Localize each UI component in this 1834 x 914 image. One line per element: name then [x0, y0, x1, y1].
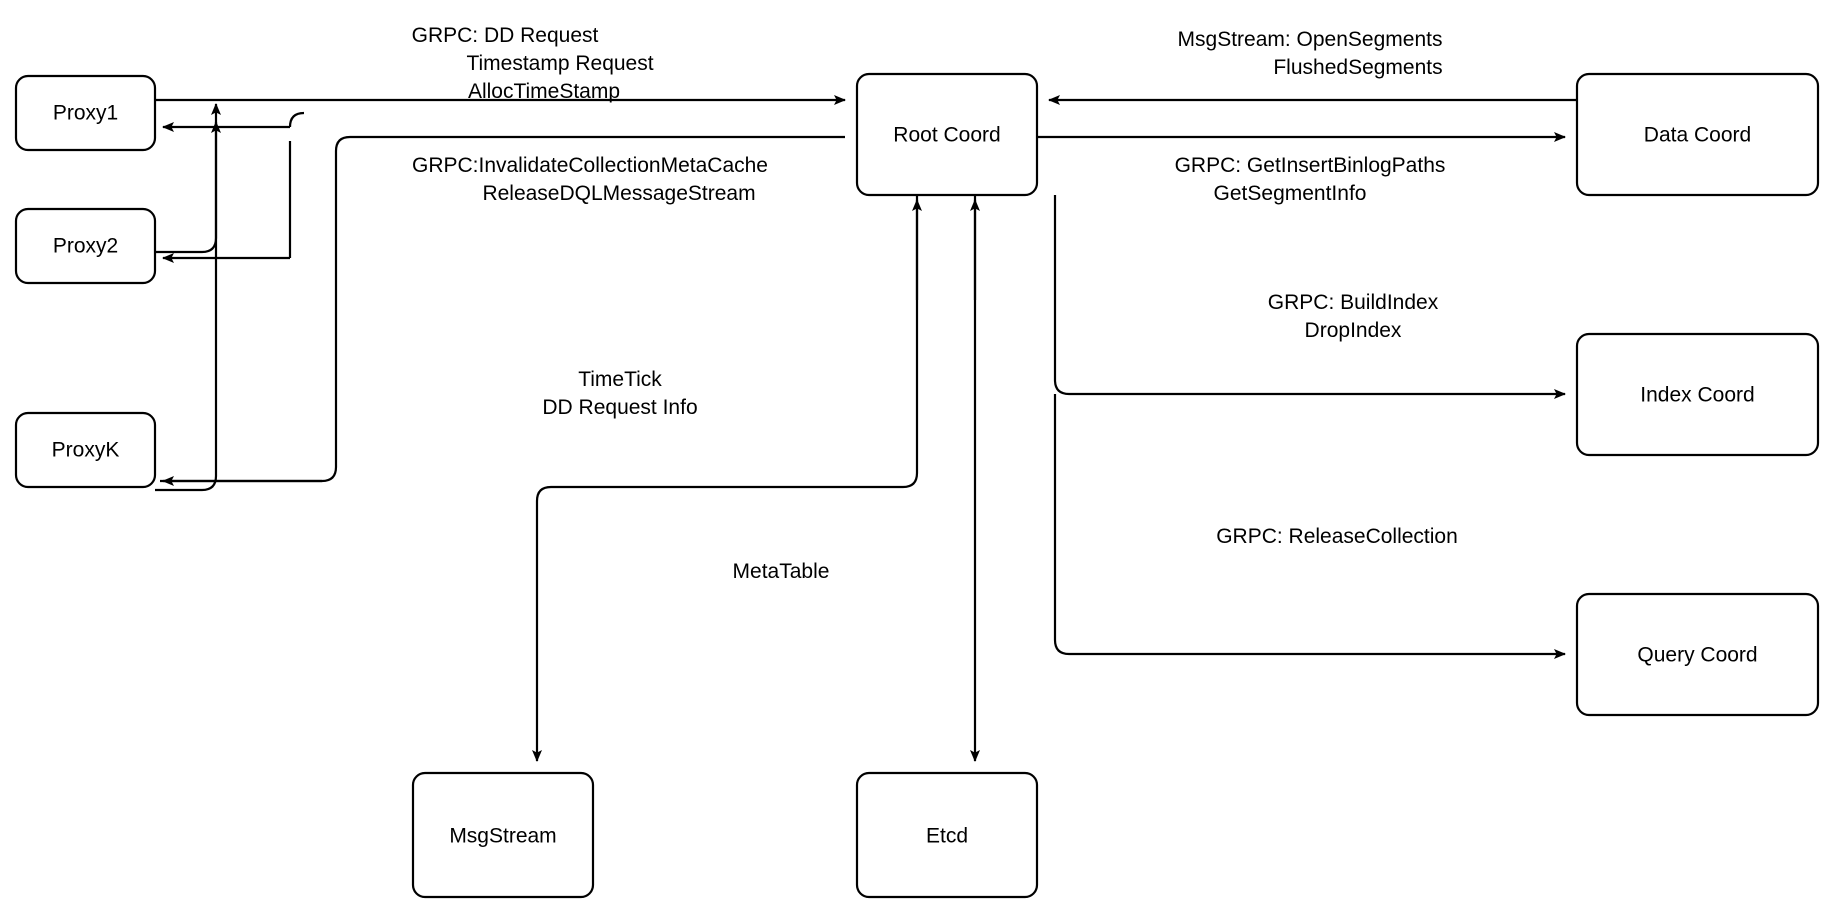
node-rootcoord[interactable]: Root Coord	[855, 72, 1039, 197]
edge-label-root-to-indexcoord-line2: DropIndex	[1305, 319, 1402, 342]
node-proxy2-box[interactable]	[14, 207, 157, 285]
edge-label-datacoord-to-root-line2: FlushedSegments	[1273, 56, 1442, 79]
node-indexcoord-label: Index Coord	[1640, 384, 1754, 407]
edge-label-root-to-proxy: GRPC:InvalidateCollectionMetaCache Relea…	[412, 154, 768, 205]
edge-label-root-to-indexcoord: GRPC: BuildIndex DropIndex	[1268, 291, 1439, 342]
edge-label-root-to-indexcoord-line1: GRPC: BuildIndex	[1268, 291, 1439, 314]
node-proxy1-box[interactable]	[14, 74, 157, 152]
edge-label-root-to-datacoord-line2: GetSegmentInfo	[1214, 182, 1367, 205]
node-msgstream-box[interactable]	[411, 771, 595, 899]
edge-label-root-to-etcd: MetaTable	[733, 560, 830, 583]
edge-label-proxy-to-root-line3: AllocTimeStamp	[468, 80, 620, 103]
node-proxyk[interactable]: ProxyK	[14, 411, 157, 489]
node-indexcoord[interactable]: Index Coord	[1575, 332, 1820, 457]
node-querycoord-box[interactable]	[1575, 592, 1820, 717]
edges-layer	[155, 95, 1577, 762]
edge-label-datacoord-to-root: MsgStream: OpenSegments FlushedSegments	[1178, 28, 1443, 79]
edge-label-root-to-msgstream-line2: DD Request Info	[542, 396, 697, 419]
edge-label-datacoord-to-root-line1: MsgStream: OpenSegments	[1178, 28, 1443, 51]
node-rootcoord-label: Root Coord	[893, 124, 1000, 147]
edge-proxy2-riser	[155, 121, 221, 254]
node-querycoord-label: Query Coord	[1637, 644, 1757, 667]
edge-rootcoord-to-msgstream	[532, 195, 919, 762]
node-etcd-label: Etcd	[926, 825, 968, 848]
node-msgstream-label: MsgStream	[449, 825, 556, 848]
node-proxy1[interactable]: Proxy1	[14, 74, 157, 152]
node-etcd[interactable]: Etcd	[855, 771, 1039, 899]
edge-label-proxy-to-root: GRPC: DD Request Timestamp Request Alloc…	[412, 24, 654, 103]
edge-label-root-to-msgstream-line1: TimeTick	[578, 368, 662, 391]
edge-label-proxy-to-root-line2: Timestamp Request	[466, 52, 653, 75]
edge-label-root-to-querycoord: GRPC: ReleaseCollection	[1216, 525, 1458, 548]
edge-label-root-to-datacoord: GRPC: GetInsertBinlogPaths GetSegmentInf…	[1175, 154, 1446, 205]
edge-label-root-to-datacoord-line1: GRPC: GetInsertBinlogPaths	[1175, 154, 1446, 177]
edge-bus-vertical-lower	[288, 111, 305, 128]
node-datacoord-label: Data Coord	[1644, 124, 1751, 147]
node-rootcoord-box[interactable]	[855, 72, 1039, 197]
edge-proxyk-riser	[155, 103, 221, 492]
edge-label-proxy-to-root-line1: GRPC: DD Request	[412, 24, 599, 47]
node-proxy2[interactable]: Proxy2	[14, 207, 157, 285]
node-datacoord[interactable]: Data Coord	[1575, 72, 1820, 197]
edge-rootcoord-to-proxy-bus	[160, 135, 845, 483]
node-indexcoord-box[interactable]	[1575, 332, 1820, 457]
edge-label-root-to-querycoord-line1: GRPC: ReleaseCollection	[1216, 525, 1458, 548]
node-msgstream[interactable]: MsgStream	[411, 771, 595, 899]
edge-rootcoord-to-indexcoord	[1053, 195, 1566, 399]
node-proxy1-label: Proxy1	[53, 102, 118, 125]
nodes-layer: Proxy1 Proxy2 ProxyK Root Coord Data Coo…	[14, 72, 1820, 899]
node-querycoord[interactable]: Query Coord	[1575, 592, 1820, 717]
edge-rootcoord-to-querycoord	[1053, 394, 1566, 659]
node-proxy2-label: Proxy2	[53, 235, 118, 258]
node-proxyk-label: ProxyK	[52, 439, 120, 462]
edge-labels-layer: GRPC: DD Request Timestamp Request Alloc…	[412, 24, 1458, 583]
node-proxyk-box[interactable]	[14, 411, 157, 489]
node-etcd-box[interactable]	[855, 771, 1039, 899]
edge-label-root-to-msgstream: TimeTick DD Request Info	[542, 368, 697, 419]
edge-label-root-to-etcd-line1: MetaTable	[733, 560, 830, 583]
edge-label-root-to-proxy-line1: GRPC:InvalidateCollectionMetaCache	[412, 154, 768, 177]
edge-label-root-to-proxy-line2: ReleaseDQLMessageStream	[482, 182, 755, 205]
node-datacoord-box[interactable]	[1575, 72, 1820, 197]
